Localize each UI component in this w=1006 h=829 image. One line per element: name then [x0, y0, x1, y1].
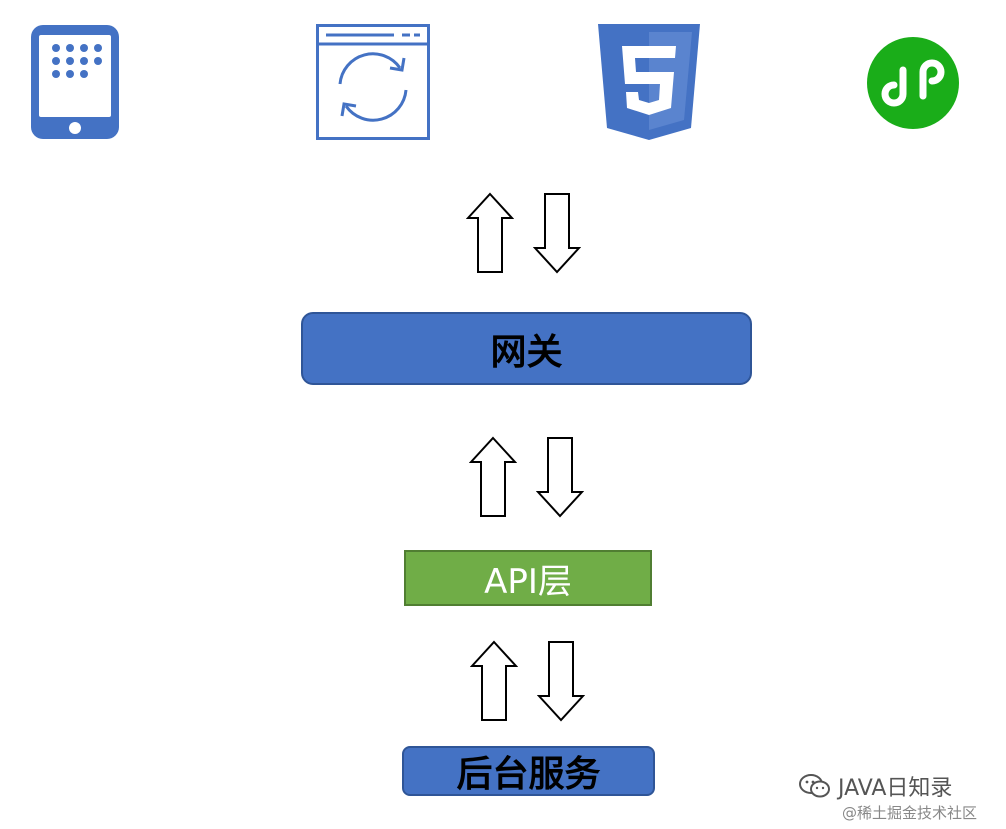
watermark-account: JAVA日知录 — [798, 770, 952, 802]
gateway-node: 网关 — [301, 312, 752, 385]
arrow-up-icon — [469, 436, 517, 517]
browser-window-refresh-icon — [316, 24, 430, 140]
arrow-down-icon — [533, 193, 581, 274]
mini-program-icon — [867, 37, 959, 129]
watermark-platform: @稀土掘金技术社区 — [842, 804, 978, 822]
backend-service-label: 后台服务 — [456, 754, 601, 795]
arrow-down-icon — [537, 641, 585, 722]
api-layer-label: API层 — [484, 561, 572, 602]
html5-icon — [598, 24, 700, 140]
api-layer-node: API层 — [404, 550, 652, 606]
arrow-down-icon — [536, 437, 584, 518]
arrow-up-icon — [470, 640, 518, 721]
gateway-label: 网关 — [490, 331, 563, 373]
backend-service-node: 后台服务 — [402, 746, 655, 796]
watermark-account-name: JAVA日知录 — [838, 776, 953, 801]
arrow-up-icon — [466, 192, 514, 273]
wechat-icon — [799, 774, 830, 798]
tablet-icon — [31, 25, 119, 139]
